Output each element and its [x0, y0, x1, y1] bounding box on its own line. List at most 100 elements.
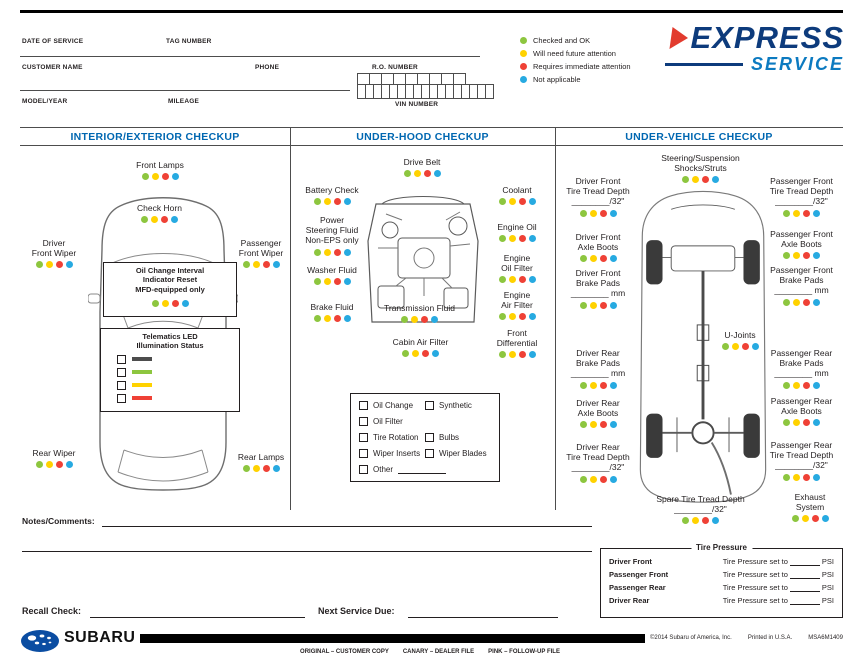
status-dot[interactable] — [45, 461, 53, 469]
status-dot[interactable] — [333, 248, 341, 256]
status-dot[interactable] — [589, 475, 597, 483]
driver-rear-tread-status-dots[interactable] — [579, 475, 617, 483]
cabin-air-filter-status-dots[interactable] — [402, 350, 439, 358]
status-dot[interactable] — [803, 209, 810, 217]
status-dot[interactable] — [609, 209, 617, 217]
status-dot[interactable] — [793, 252, 800, 260]
status-dot[interactable] — [272, 465, 280, 473]
status-dot[interactable] — [599, 255, 607, 263]
drive-belt-status-dots[interactable] — [403, 170, 441, 178]
status-dot[interactable] — [518, 235, 526, 243]
status-dot[interactable] — [609, 421, 617, 429]
status-dot[interactable] — [599, 421, 607, 429]
status-dot[interactable] — [151, 300, 159, 308]
status-dot[interactable] — [783, 419, 790, 427]
status-dot[interactable] — [141, 216, 148, 224]
status-dot[interactable] — [431, 316, 438, 324]
status-dot[interactable] — [589, 381, 597, 389]
engine-air-filter-status-dots[interactable] — [498, 313, 536, 321]
status-dot[interactable] — [242, 465, 250, 473]
driver-rear-axle-status-dots[interactable] — [579, 421, 617, 429]
engine-oil-status-dots[interactable] — [498, 235, 536, 243]
power-steering-status-dots[interactable] — [313, 248, 351, 256]
wiper-inserts-checkbox[interactable] — [359, 449, 368, 458]
status-dot[interactable] — [803, 473, 810, 481]
status-dot[interactable] — [65, 461, 73, 469]
status-dot[interactable] — [599, 475, 607, 483]
oil-change-reset-status-dots[interactable] — [151, 300, 189, 308]
status-dot[interactable] — [432, 350, 439, 358]
status-dot[interactable] — [528, 351, 536, 359]
status-dot[interactable] — [813, 209, 820, 217]
notes-line-2[interactable] — [22, 550, 592, 552]
status-dot[interactable] — [813, 381, 820, 389]
telematics-checkbox-off[interactable] — [117, 354, 126, 364]
check-horn-status-dots[interactable] — [141, 216, 178, 224]
telematics-checkbox-yellow[interactable] — [117, 380, 126, 390]
status-dot[interactable] — [702, 176, 709, 184]
status-dot[interactable] — [702, 517, 709, 525]
status-dot[interactable] — [721, 343, 729, 351]
driver-front-tread-status-dots[interactable] — [579, 209, 617, 217]
rear-lamps-status-dots[interactable] — [242, 465, 280, 473]
oil-change-checkbox[interactable] — [359, 401, 368, 410]
psi-write-in-line[interactable] — [789, 571, 820, 579]
status-dot[interactable] — [813, 298, 820, 306]
passenger-rear-tread-status-dots[interactable] — [783, 473, 820, 481]
status-dot[interactable] — [751, 343, 759, 351]
psi-write-in-line[interactable] — [789, 597, 820, 605]
status-dot[interactable] — [579, 421, 587, 429]
status-dot[interactable] — [313, 315, 321, 323]
other-write-in-line[interactable] — [398, 465, 447, 474]
vin-number-boxes[interactable] — [357, 84, 494, 99]
driver-front-wiper-status-dots[interactable] — [35, 261, 73, 269]
status-dot[interactable] — [599, 381, 607, 389]
status-dot[interactable] — [343, 248, 351, 256]
transmission-fluid-status-dots[interactable] — [401, 316, 438, 324]
field-line-row2[interactable] — [20, 90, 350, 91]
service-other[interactable]: Other — [359, 465, 447, 474]
status-dot[interactable] — [793, 419, 800, 427]
status-dot[interactable] — [252, 261, 260, 269]
status-dot[interactable] — [323, 278, 331, 286]
telematics-checkbox-red[interactable] — [117, 393, 126, 403]
status-dot[interactable] — [811, 515, 819, 523]
battery-check-status-dots[interactable] — [313, 198, 351, 206]
status-dot[interactable] — [589, 209, 597, 217]
brake-fluid-status-dots[interactable] — [313, 315, 351, 323]
steering-suspension-status-dots[interactable] — [682, 176, 719, 184]
status-dot[interactable] — [422, 350, 429, 358]
engine-oil-filter-status-dots[interactable] — [498, 276, 536, 284]
status-dot[interactable] — [401, 316, 408, 324]
status-dot[interactable] — [55, 461, 63, 469]
passenger-rear-axle-status-dots[interactable] — [783, 419, 820, 427]
status-dot[interactable] — [783, 473, 790, 481]
service-synthetic[interactable]: Synthetic — [425, 401, 491, 410]
telematics-checkbox-green[interactable] — [117, 367, 126, 377]
status-dot[interactable] — [682, 176, 689, 184]
status-dot[interactable] — [313, 198, 321, 206]
status-dot[interactable] — [343, 278, 351, 286]
status-dot[interactable] — [579, 255, 587, 263]
service-oil-filter[interactable]: Oil Filter — [359, 417, 431, 426]
passenger-front-tread-status-dots[interactable] — [783, 209, 820, 217]
status-dot[interactable] — [323, 198, 331, 206]
status-dot[interactable] — [599, 301, 607, 309]
status-dot[interactable] — [508, 276, 516, 284]
status-dot[interactable] — [609, 475, 617, 483]
status-dot[interactable] — [783, 381, 790, 389]
status-dot[interactable] — [402, 350, 409, 358]
rear-wiper-status-dots[interactable] — [35, 461, 73, 469]
status-dot[interactable] — [609, 255, 617, 263]
status-dot[interactable] — [589, 255, 597, 263]
status-dot[interactable] — [599, 209, 607, 217]
notes-line-1[interactable] — [102, 525, 592, 527]
front-lamps-status-dots[interactable] — [141, 173, 179, 181]
status-dot[interactable] — [55, 261, 63, 269]
status-dot[interactable] — [35, 461, 43, 469]
status-dot[interactable] — [508, 351, 516, 359]
status-dot[interactable] — [518, 276, 526, 284]
status-dot[interactable] — [803, 252, 810, 260]
status-dot[interactable] — [65, 261, 73, 269]
status-dot[interactable] — [433, 170, 441, 178]
